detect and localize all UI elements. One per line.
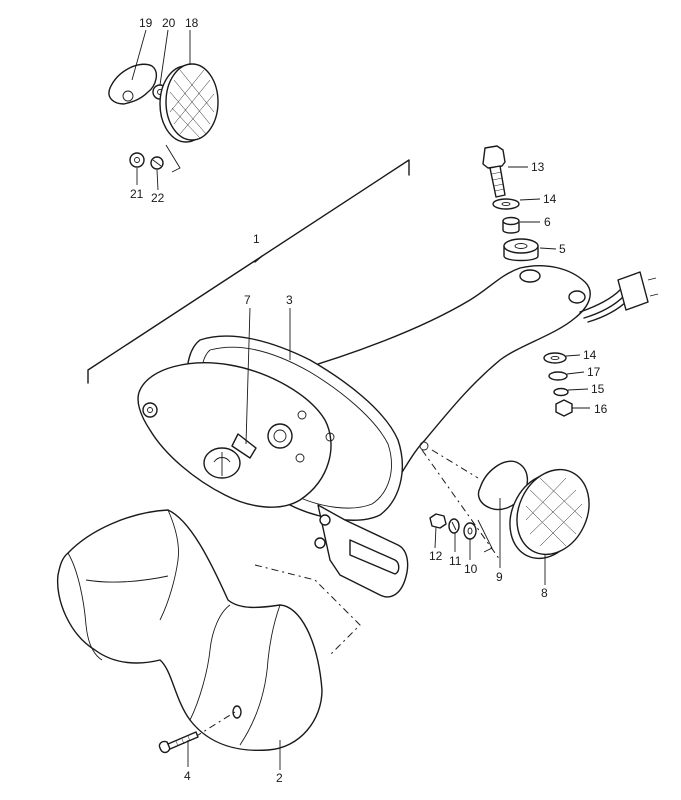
callout-12: 12 — [429, 549, 443, 563]
callout-14-bottom: 14 — [583, 348, 597, 362]
lockwasher-17 — [548, 371, 568, 381]
lens-body — [56, 509, 323, 752]
callout-labels: 19 20 18 21 22 13 14 6 5 1 7 3 14 17 15 … — [130, 16, 608, 785]
callout-1: 1 — [253, 232, 260, 246]
leader-lines — [131, 29, 590, 770]
callout-18: 18 — [185, 16, 199, 30]
washer-21-hole — [134, 157, 140, 163]
callout-7: 7 — [244, 293, 251, 307]
shell-screw — [142, 402, 158, 418]
washer-14-top — [492, 198, 520, 210]
callout-14-top: 14 — [543, 192, 557, 206]
bulb-7 — [203, 433, 257, 479]
reflector-mount-hole — [419, 441, 429, 451]
nut-16 — [555, 399, 573, 417]
washer-14-bottom — [543, 352, 567, 364]
callout-22: 22 — [151, 191, 165, 205]
callout-10: 10 — [464, 562, 478, 576]
callout-9: 9 — [496, 570, 503, 584]
callout-15: 15 — [591, 382, 605, 396]
assembly-bracket-1 — [87, 159, 410, 384]
nut-12 — [429, 513, 447, 529]
callout-20: 20 — [162, 16, 176, 30]
screw-4 — [158, 731, 199, 754]
callout-6: 6 — [544, 215, 551, 229]
reflector-bracket — [108, 63, 158, 105]
callout-5: 5 — [559, 242, 566, 256]
mount-hole-side — [568, 290, 586, 304]
callout-8: 8 — [541, 586, 548, 600]
callout-2: 2 — [276, 771, 283, 785]
callout-16: 16 — [594, 402, 608, 416]
mounting-hardware-top — [482, 145, 539, 262]
bolt-13 — [482, 145, 506, 169]
callout-4: 4 — [184, 769, 191, 783]
lens-screw-hole — [232, 705, 242, 719]
callout-13: 13 — [531, 160, 545, 174]
washer-15 — [553, 387, 569, 397]
washer-10 — [463, 522, 477, 540]
tail-lens-2 — [56, 509, 361, 752]
callout-19: 19 — [139, 16, 153, 30]
bracket-hole — [122, 90, 134, 102]
callout-3: 3 — [286, 293, 293, 307]
bulb-socket — [267, 423, 293, 449]
connector — [617, 271, 649, 311]
mount-hole-top — [519, 269, 541, 283]
washer-21 — [129, 152, 145, 168]
lamp-reflector-shell — [137, 362, 332, 508]
callout-11: 11 — [449, 554, 462, 568]
tail-light-housing — [137, 265, 659, 598]
callout-17: 17 — [587, 365, 601, 379]
reflector-lens-pattern — [169, 69, 215, 139]
reflector-8-pattern — [525, 477, 583, 547]
side-reflector-assembly — [429, 460, 590, 560]
callout-21: 21 — [130, 187, 144, 201]
right-side-hardware — [543, 352, 573, 417]
top-reflector-assembly — [108, 63, 219, 173]
